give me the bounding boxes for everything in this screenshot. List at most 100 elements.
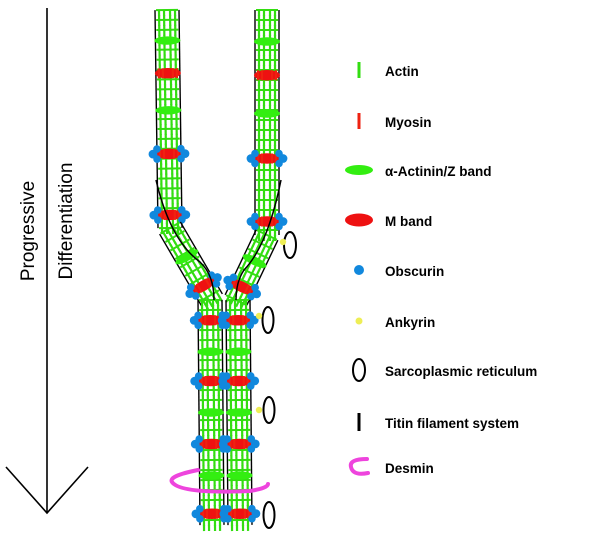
legend-label-actinin: α-Actinin/Z band — [385, 164, 492, 179]
obscurin-dot — [225, 282, 234, 291]
m-band — [156, 209, 183, 221]
obscurin-dot — [154, 216, 162, 224]
actin-filament — [256, 242, 261, 249]
actin-crossbar — [159, 221, 181, 235]
obscurin-dot — [251, 149, 259, 158]
z-band — [155, 106, 182, 115]
desmin-arc — [169, 468, 270, 494]
obscurin-dot — [194, 372, 203, 380]
obscurin-dot — [194, 321, 203, 330]
z-band — [225, 347, 252, 356]
legend-label-titin: Titin filament system — [385, 416, 520, 431]
right-branch-myofibril — [223, 229, 279, 310]
actin-crossbar — [184, 263, 205, 277]
actin-crossbar — [238, 266, 260, 278]
obscurin-dot — [177, 154, 185, 163]
z-band — [226, 471, 253, 480]
legend — [345, 62, 373, 476]
obscurin-dot — [248, 514, 256, 523]
obscurin-dot — [222, 382, 231, 390]
legend-ankyrin-symbol — [355, 317, 363, 325]
obscurin-dot — [222, 311, 230, 320]
actin-filament — [261, 245, 267, 252]
right-upper-myofibril — [246, 9, 288, 241]
obscurin-dot — [153, 145, 161, 153]
axis-label-differentiation: Differentiation — [56, 162, 77, 280]
m-band — [254, 153, 280, 164]
obscurin-dot — [178, 215, 186, 224]
titin-line — [178, 9, 183, 228]
actin-crossbar — [256, 229, 278, 241]
sr-ring — [262, 501, 276, 529]
obscurin-dot — [247, 445, 256, 453]
ankyrin-dot — [255, 312, 263, 320]
m-band — [254, 70, 280, 81]
m-band — [198, 508, 225, 519]
actin-crossbar — [252, 238, 273, 250]
actin-filament — [270, 237, 276, 245]
legend-label-obscurin: Obscurin — [385, 264, 445, 279]
m-band — [192, 277, 216, 294]
obscurin-dot — [275, 222, 283, 231]
legend-label-myosin: Myosin — [385, 115, 432, 130]
sarcoplasmic-reticulum — [261, 231, 297, 529]
z-band — [198, 471, 225, 480]
legend-desmin-symbol — [348, 457, 370, 476]
obscurin-dot — [246, 372, 255, 380]
obscurin-dot — [153, 155, 161, 163]
actin-crossbar — [234, 275, 256, 288]
actin-filament — [208, 300, 214, 308]
m-band — [226, 438, 253, 450]
obscurin-dot — [246, 321, 255, 329]
z-band — [242, 254, 267, 268]
sr-ring — [262, 396, 276, 424]
legend-obscurin-symbol — [354, 265, 364, 275]
m-band — [197, 315, 224, 326]
ankyrin-dot — [279, 238, 287, 246]
legend-label-desmin: Desmin — [385, 461, 434, 476]
obscurin-dot — [191, 292, 200, 300]
obscurin-dot — [195, 445, 204, 453]
m-band — [155, 148, 182, 160]
left-upper-myofibril — [148, 8, 191, 235]
axis-label-progressive: Progressive — [18, 180, 39, 282]
obscurin-dot — [194, 382, 203, 390]
obscurin-dot — [186, 283, 195, 292]
obscurin-dot — [153, 206, 162, 214]
titin-branch-curves — [155, 179, 282, 301]
obscurin-dot — [223, 445, 232, 453]
legend-label-actin: Actin — [385, 64, 419, 79]
myosin-filament — [243, 284, 250, 295]
obscurin-dot — [212, 280, 221, 288]
obscurin-dot — [177, 144, 185, 153]
arrow-head — [5, 466, 89, 515]
obscurin-dot — [196, 515, 204, 523]
z-band — [254, 37, 280, 46]
ankyrin-dot — [255, 406, 263, 414]
m-band — [226, 508, 253, 519]
obscurin-dot — [247, 292, 255, 301]
obscurin-dot — [248, 504, 256, 513]
obscurin-dot — [247, 435, 256, 443]
obscurin-dot — [251, 283, 259, 292]
ankyrin — [255, 238, 287, 414]
m-band — [230, 279, 255, 295]
myosin-filament — [195, 283, 203, 293]
obscurin-dot — [246, 382, 255, 390]
z-band — [226, 408, 252, 417]
z-band — [254, 109, 280, 118]
obscurin-dot — [251, 159, 259, 168]
obscurin-dot — [229, 273, 238, 282]
m-band — [225, 315, 252, 326]
obscurin-dot — [194, 311, 202, 320]
m-band — [254, 216, 280, 227]
m-band — [198, 438, 225, 450]
legend-m-band-symbol — [345, 213, 373, 227]
titin-curve — [235, 179, 282, 301]
obscurin-dot — [195, 435, 204, 443]
trunk-right-myofibril — [217, 298, 261, 532]
legend-label-m-band: M band — [385, 214, 433, 229]
m-band — [225, 375, 252, 387]
